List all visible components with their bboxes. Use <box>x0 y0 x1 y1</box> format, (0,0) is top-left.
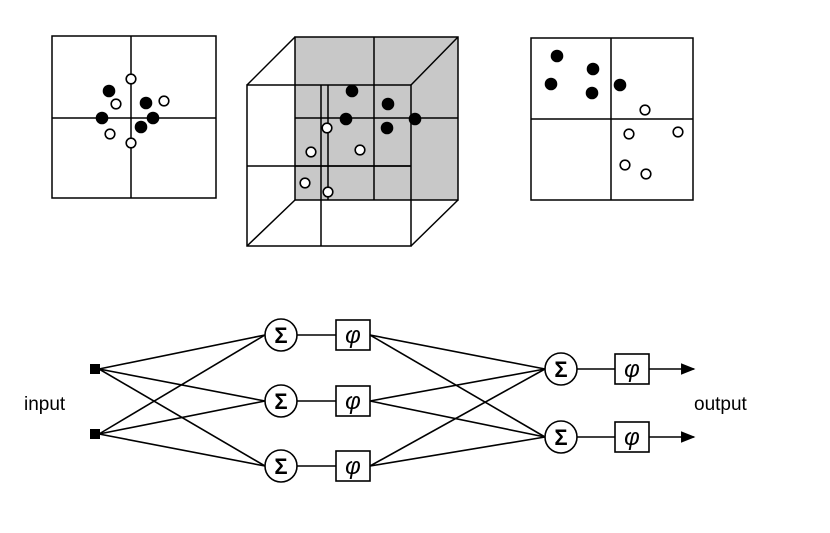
cube-edge <box>410 36 459 86</box>
hollow-point <box>354 144 366 156</box>
activation-node <box>614 421 650 453</box>
activation-node <box>335 450 371 482</box>
hollow-point <box>110 98 122 110</box>
activation-symbol: φ <box>345 388 361 415</box>
hidden-connection <box>369 368 546 467</box>
filled-point <box>345 84 359 98</box>
cube-edge <box>246 36 296 86</box>
hollow-point <box>623 128 635 140</box>
sum-node <box>544 420 578 454</box>
hollow-point <box>158 95 170 107</box>
filled-point <box>550 49 564 63</box>
sum-node <box>264 449 298 483</box>
plot-points <box>544 49 684 180</box>
hidden-connection <box>369 368 546 402</box>
plot-points <box>95 73 170 149</box>
input-node <box>90 364 100 374</box>
filled-point <box>544 77 558 91</box>
hollow-point <box>305 146 317 158</box>
hidden-connection <box>369 334 546 370</box>
sum-symbol: Σ <box>554 425 567 450</box>
input-node <box>90 429 100 439</box>
sum-node <box>264 318 298 352</box>
filled-point <box>380 121 394 135</box>
activation-symbol: φ <box>624 356 640 383</box>
hollow-point <box>672 126 684 138</box>
filled-point <box>339 112 353 126</box>
activation-node <box>614 353 650 385</box>
hidden-connection <box>369 436 546 467</box>
plot-frame <box>51 35 217 199</box>
activation-symbol: φ <box>345 453 361 480</box>
input-connection <box>98 334 266 370</box>
activation-node <box>335 319 371 351</box>
filled-point <box>613 78 627 92</box>
hidden-connection <box>369 400 546 438</box>
filled-point <box>102 84 116 98</box>
input-nodes <box>90 364 100 439</box>
hollow-point <box>104 128 116 140</box>
sum-symbol: Σ <box>554 357 567 382</box>
filled-point <box>95 111 109 125</box>
plot-points <box>299 84 422 198</box>
filled-point <box>134 120 148 134</box>
cube-partition-plot <box>246 36 459 247</box>
hollow-point <box>125 73 137 85</box>
filled-point <box>139 96 153 110</box>
hollow-point <box>125 137 137 149</box>
quadrant-plot-separated <box>530 37 694 201</box>
filled-point <box>586 62 600 76</box>
hollow-point <box>321 122 333 134</box>
sum-node <box>544 352 578 386</box>
filled-point <box>408 112 422 126</box>
filled-point <box>585 86 599 100</box>
sum-symbol: Σ <box>274 389 287 414</box>
sum-node <box>264 384 298 418</box>
sum-symbol: Σ <box>274 454 287 479</box>
input-label: input <box>24 394 66 415</box>
input-connection <box>98 433 266 467</box>
hollow-point <box>619 159 631 171</box>
activation-symbol: φ <box>624 424 640 451</box>
hollow-point <box>640 168 652 180</box>
cube-edge <box>246 199 296 247</box>
hollow-point <box>322 186 334 198</box>
quadrant-plot-symmetric <box>51 35 217 199</box>
connections <box>98 334 696 467</box>
cube-edge <box>410 199 459 247</box>
hollow-point <box>639 104 651 116</box>
hidden-connection <box>369 334 546 438</box>
input-connection <box>98 334 266 435</box>
activation-symbol: φ <box>345 322 361 349</box>
activation-node <box>335 385 371 417</box>
output-label: output <box>694 394 748 415</box>
hollow-point <box>299 177 311 189</box>
input-connection <box>98 400 266 435</box>
filled-point <box>381 97 395 111</box>
filled-point <box>146 111 160 125</box>
sum-symbol: Σ <box>274 323 287 348</box>
